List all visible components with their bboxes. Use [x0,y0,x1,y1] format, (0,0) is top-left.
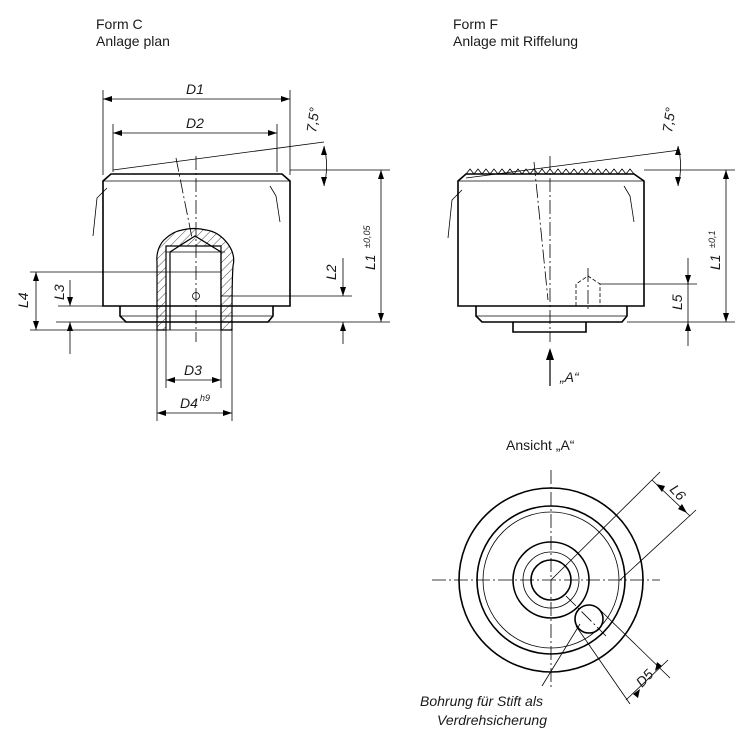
view-a-l6-ext-2 [619,509,697,581]
form-c-d4-arrow-right [223,410,232,416]
form-c-d4-tolerance: h9 [200,393,210,403]
form-c-l3-arrow-bottom [67,322,73,331]
view-a-l6-arrow-1 [656,484,665,492]
form-c-title-text: Form C [96,16,143,32]
form-f-angle-label: 7,5° [659,106,678,133]
form-c-d4-arrow-left [157,410,166,416]
form-c-d1-label: D1 [186,81,204,97]
view-a-l6-arrow-2 [678,504,687,513]
form-f-title: Form F Anlage mit Riffelung [453,16,578,50]
view-a-title-text: Ansicht „A“ [506,437,575,453]
view-a-note-leader [541,623,581,687]
form-c-section-hatch [156,227,235,331]
form-c-l2-label: L2 [323,264,339,280]
view-a-d5-ext-1 [575,625,631,705]
form-c-tilt-right [269,185,281,223]
form-c-l1-arrow-bottom [378,313,384,322]
form-c-l2-arrow-bottom [340,322,346,331]
form-c-angle-arrow-top [321,146,327,155]
form-f-subtitle-text: Anlage mit Riffelung [453,33,579,49]
form-c-d3-arrow-left [166,377,175,383]
form-c-l4-label: L4 [15,292,31,308]
form-c-d2-label: D2 [186,115,204,131]
form-c-tilt-left [92,187,108,237]
form-f-title-text: Form F [453,16,499,32]
form-c-l1-tolerance: ±0,05 [362,225,372,248]
form-c-d3-arrow-right [212,377,221,383]
view-a-arrow-head [546,348,554,360]
view-a-title: Ansicht „A“ [506,437,574,454]
form-c-d2-arrow-left [113,130,122,136]
form-c-tilt-axis [175,157,193,239]
form-f-base-shoulder [475,306,628,323]
form-c-l4-arrow-bottom [33,321,39,330]
view-a-pin-hole-circle [574,604,604,634]
form-f-angle-arrow-top [675,146,681,155]
form-c-subtitle-text: Anlage plan [96,33,170,49]
form-c-angle-arrow-bottom [321,177,327,186]
form-c-l2-arrow-top [340,287,346,296]
view-a-l6-label: L6 [667,481,689,503]
form-c-base-shoulder [119,306,274,323]
form-c-l1-label: L1 [362,254,378,270]
form-c-d1-arrow-left [103,96,112,102]
view-a-note-line2: Verdrehsicherung [437,712,547,728]
form-c-d4-label: D4 [180,395,198,411]
view-a-arrow-label: „A“ [559,369,580,385]
form-c-d2-arrow-right [268,130,277,136]
form-c-d3-label: D3 [184,362,202,378]
view-a-note-line1: Bohrung für Stift als [420,693,543,709]
form-c-bore [169,235,222,330]
form-f-l1-tolerance: ±0,1 [707,231,717,248]
form-c-l3-label: L3 [51,284,67,300]
form-f-l5-label: L5 [669,294,685,310]
form-f-l5-arrow-bottom [685,322,691,331]
form-f-view: 7,5° L1 ±0,1 L5 „A“ [447,106,735,386]
form-f-l5-arrow-top [685,275,691,284]
form-c-title: Form C Anlage plan [96,16,170,50]
view-a: L6 D5 Bohrung für Stift als Verdrehsiche… [420,470,697,728]
form-c-d1-arrow-right [281,96,290,102]
form-f-l1-label: L1 [707,254,723,270]
form-f-tilted-top-line [465,149,681,179]
form-f-l1-arrow-bottom [723,313,729,322]
form-f-angle-arrow-bottom [675,177,681,186]
form-f-tilt-left [447,189,463,239]
form-c-l3-arrow-top [67,297,73,306]
form-f-tilt-axis [533,161,549,301]
form-c-l4-arrow-top [33,272,39,281]
form-f-tilt-right [623,185,635,223]
form-f-spigot [512,322,587,333]
view-a-pin-centerline [565,595,607,637]
form-c-tilted-top-line [112,141,325,171]
view-a-d5-arrow-1 [633,689,640,698]
view-a-d5-label: D5 [632,666,656,690]
form-c-l1-arrow-top [378,170,384,179]
view-a-d5-arrow-2 [655,662,662,671]
form-f-body-outline [457,173,645,307]
form-c-angle-label: 7,5° [303,106,322,133]
form-c-view: 7,5° D1 D2 L1 ±0,05 L2 [15,81,390,421]
view-a-l6-ext-1 [550,471,661,581]
form-f-l1-arrow-top [723,170,729,179]
